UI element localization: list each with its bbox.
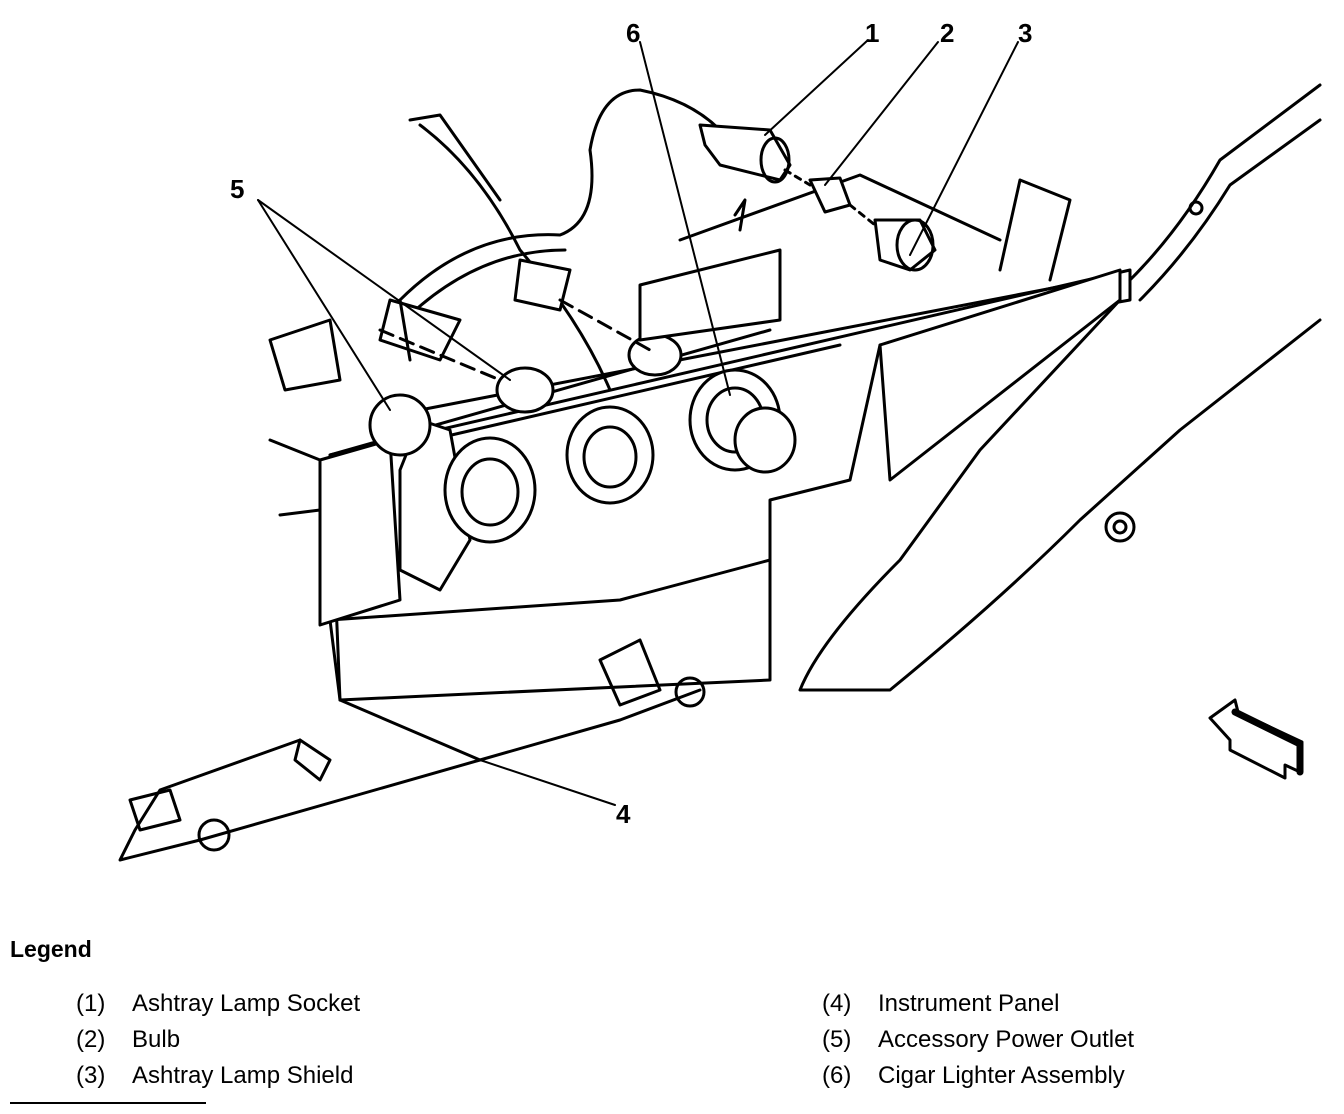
- instrument-panel: [118, 83, 1322, 862]
- legend-number: (2): [76, 1026, 106, 1053]
- legend-label: Accessory Power Outlet: [878, 1026, 1135, 1053]
- wiring-harness: [268, 88, 1002, 392]
- footer-rule: [10, 1102, 206, 1104]
- legend-item: (6) Cigar Lighter Assembly: [822, 1058, 1134, 1094]
- callout-4: 4: [616, 799, 631, 829]
- leader-lines: [257, 39, 1019, 806]
- legend-label: Instrument Panel: [878, 990, 1060, 1017]
- legend-label: Ashtray Lamp Socket: [132, 990, 361, 1017]
- leader-4: [479, 759, 616, 806]
- callout-2: 2: [940, 18, 954, 48]
- ashtray-lamp-shield: [848, 203, 937, 272]
- leader-1: [764, 39, 869, 136]
- legend-label: Ashtray Lamp Shield: [132, 1062, 354, 1089]
- leader-5a: [257, 199, 391, 411]
- legend-item: (3) Ashtray Lamp Shield: [76, 1058, 360, 1094]
- legend-item: (1) Ashtray Lamp Socket: [76, 986, 360, 1022]
- accessory-power-outlet-middle: [495, 366, 655, 505]
- leader-3: [909, 41, 1019, 256]
- legend-number: (3): [76, 1062, 106, 1089]
- bulb: [783, 168, 852, 214]
- legend-number: (4): [822, 990, 852, 1017]
- legend-number: (6): [822, 1062, 852, 1089]
- callout-3: 3: [1018, 18, 1032, 48]
- legend-item: (4) Instrument Panel: [822, 986, 1134, 1022]
- legend-label: Cigar Lighter Assembly: [878, 1062, 1125, 1089]
- leader-2: [824, 41, 939, 186]
- legend-right-column: (4) Instrument Panel (5) Accessory Power O…: [822, 986, 1134, 1094]
- leader-5b: [257, 199, 511, 381]
- legend-number: (1): [76, 990, 106, 1017]
- legend-item: (5) Accessory Power Outlet: [822, 1022, 1134, 1058]
- view-direction-arrow: [1208, 698, 1304, 780]
- legend-title: Legend: [10, 936, 92, 962]
- callout-6: 6: [626, 18, 640, 48]
- legend-item: (2) Bulb: [76, 1022, 360, 1058]
- legend-number: (5): [822, 1026, 852, 1053]
- accessory-power-outlet-left: [368, 393, 537, 544]
- callout-labels: 1 2 3 4 5 6: [230, 18, 1032, 829]
- instrument-panel-diagram: 1 2 3 4 5 6: [118, 18, 1322, 862]
- callout-1: 1: [865, 18, 879, 48]
- callout-5: 5: [230, 174, 244, 204]
- leader-6: [639, 41, 731, 396]
- ashtray-lamp-socket: [698, 123, 792, 184]
- legend-label: Bulb: [132, 1026, 181, 1053]
- legend-left-column: (1) Ashtray Lamp Socket (2) Bulb (3) Ashtra…: [76, 986, 360, 1094]
